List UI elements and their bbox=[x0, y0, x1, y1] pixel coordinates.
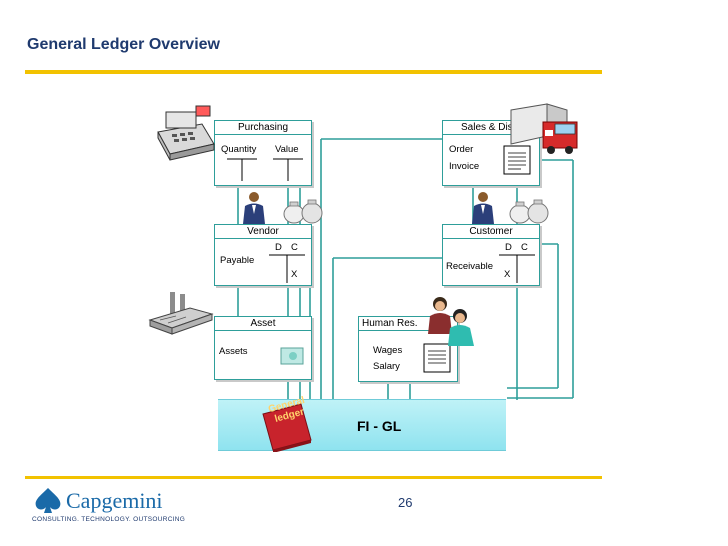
factory-icon bbox=[148, 292, 214, 335]
vendor-credit-mark: X bbox=[291, 269, 298, 280]
customer-receivable-label: Receivable bbox=[446, 261, 493, 272]
purchasing-quantity-label: Quantity bbox=[221, 144, 257, 155]
customer-debit-label: D bbox=[505, 242, 512, 253]
customer-box: Customer D C Receivable X bbox=[442, 224, 540, 286]
certificate-icon bbox=[280, 347, 304, 365]
hr-salary-label: Salary bbox=[373, 361, 400, 372]
vendor-person-icon bbox=[243, 192, 265, 224]
title-underline bbox=[25, 70, 602, 74]
hr-wages-label: Wages bbox=[373, 345, 403, 356]
asset-box: Asset Assets bbox=[214, 316, 312, 380]
capgemini-tagline: CONSULTING. TECHNOLOGY. OUTSOURCING bbox=[32, 516, 186, 523]
document-icon bbox=[503, 145, 531, 175]
vendor-title: Vendor bbox=[215, 225, 311, 239]
capgemini-logo: Capgemini CONSULTING. TECHNOLOGY. OUTSOU… bbox=[30, 486, 190, 530]
human-resources-title: Human Res. bbox=[359, 317, 457, 331]
customer-credit-label: C bbox=[521, 242, 528, 253]
document-icon bbox=[423, 343, 451, 373]
footer-rule bbox=[25, 476, 602, 479]
money-bags-icon bbox=[509, 199, 549, 224]
customer-t-account bbox=[499, 254, 535, 283]
purchasing-value-label: Value bbox=[275, 144, 299, 155]
general-ledger-book-icon bbox=[262, 403, 312, 452]
money-bags-icon bbox=[283, 199, 323, 224]
fi-gl-label: FI - GL bbox=[357, 418, 402, 434]
cash-register-icon bbox=[157, 105, 215, 161]
sales-order-label: Order bbox=[449, 144, 474, 155]
purchasing-box: Purchasing Quantity Value bbox=[214, 120, 312, 186]
customer-title: Customer bbox=[443, 225, 539, 239]
vendor-box: Vendor D C Payable X bbox=[214, 224, 312, 286]
vendor-credit-label: C bbox=[291, 242, 298, 253]
customer-debit-mark: X bbox=[504, 269, 511, 280]
purchasing-title: Purchasing bbox=[215, 121, 311, 135]
sales-title: Sales & Distr. bbox=[443, 121, 539, 135]
page-title: General Ledger Overview bbox=[27, 36, 220, 53]
delivery-truck-icon bbox=[510, 103, 578, 154]
vendor-debit-label: D bbox=[275, 242, 282, 253]
vendor-t-account bbox=[269, 254, 305, 283]
asset-assets-label: Assets bbox=[219, 346, 248, 357]
sales-invoice-label: Invoice bbox=[449, 161, 480, 172]
capgemini-wordmark: Capgemini bbox=[66, 488, 163, 513]
capgemini-spade-icon bbox=[35, 488, 61, 513]
hr-people-icon bbox=[428, 297, 474, 346]
customer-person-icon bbox=[472, 192, 494, 224]
vendor-payable-label: Payable bbox=[220, 255, 255, 266]
sales-distribution-box: Sales & Distr. Order Invoice bbox=[442, 120, 540, 186]
page-number: 26 bbox=[398, 495, 413, 510]
purchasing-t-accounts bbox=[227, 158, 303, 181]
asset-title: Asset bbox=[215, 317, 311, 331]
